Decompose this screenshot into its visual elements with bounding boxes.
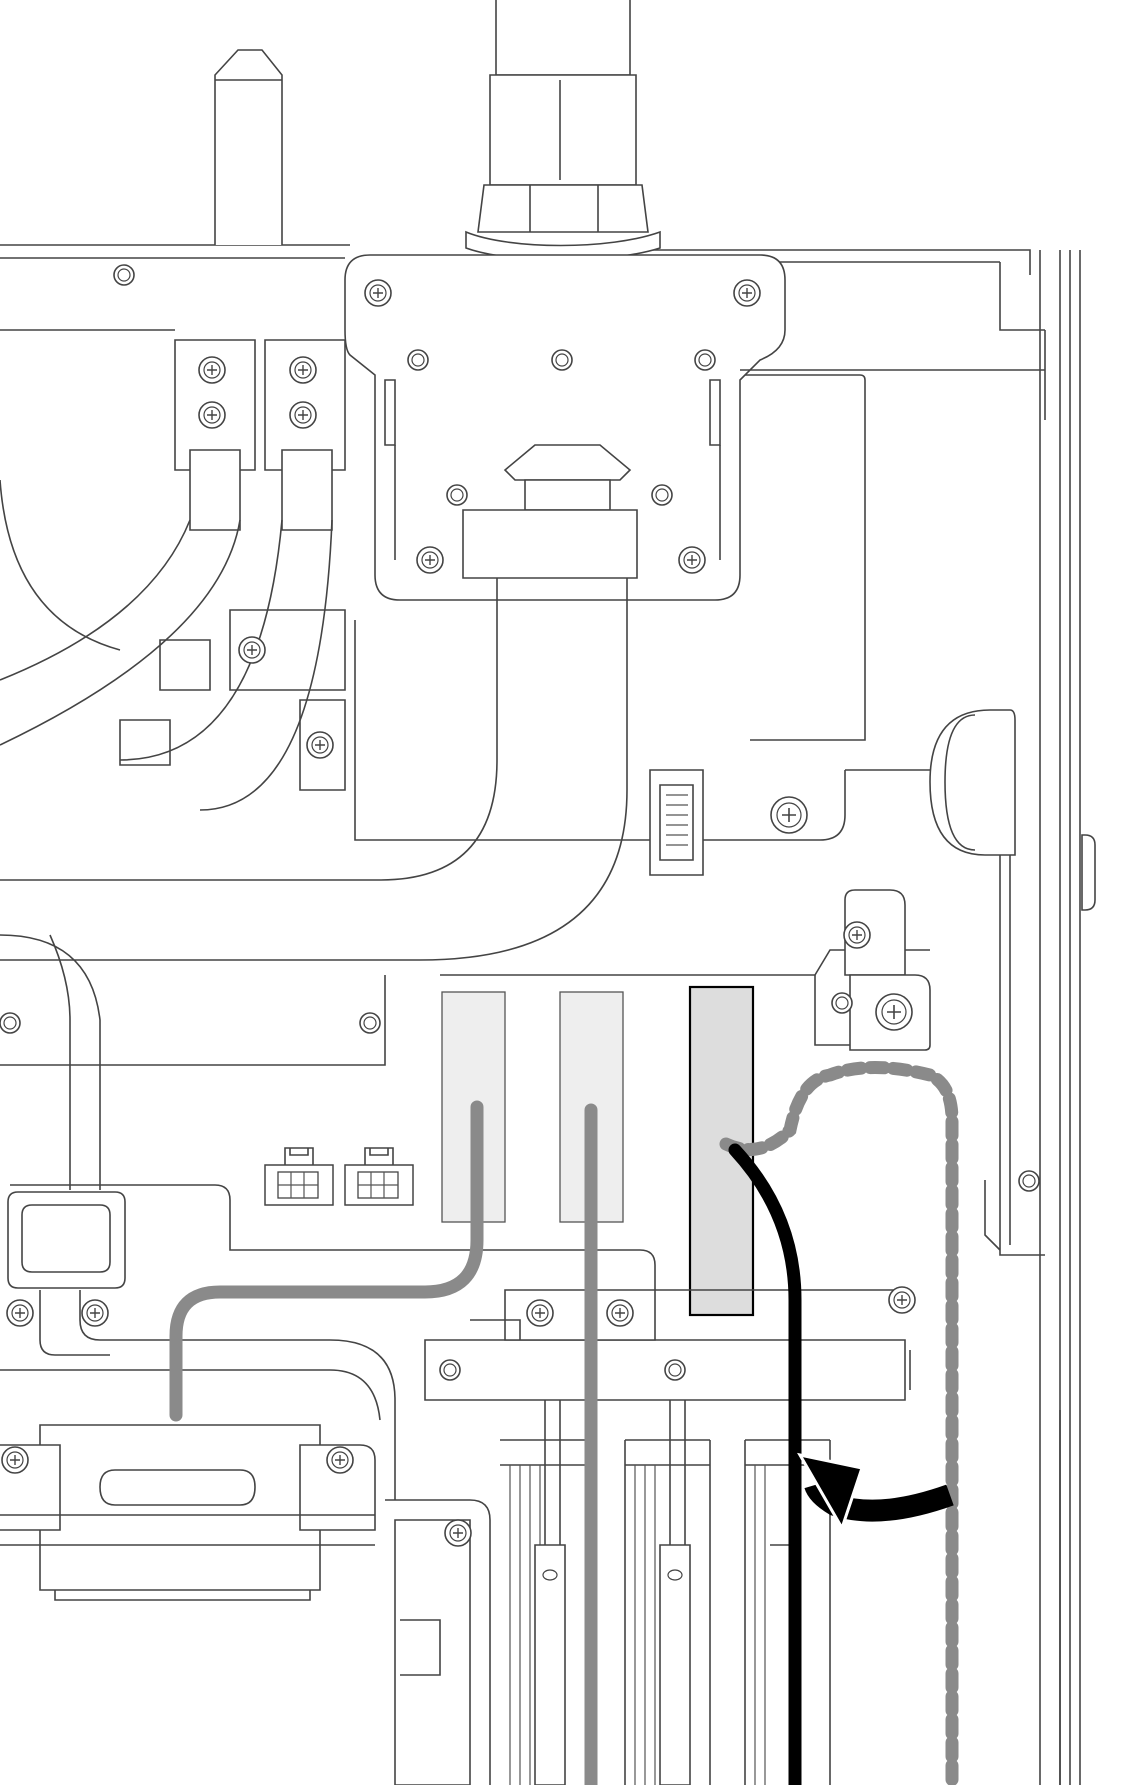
mounting-hole bbox=[831, 992, 853, 1014]
routed-cable-1 bbox=[169, 1100, 484, 1422]
heatsink-fins bbox=[500, 1400, 831, 1785]
screw-icon bbox=[289, 356, 317, 384]
screw-icon bbox=[326, 1446, 354, 1474]
screw-icon bbox=[606, 1299, 634, 1327]
screw-icon bbox=[444, 1519, 472, 1547]
mounting-hole bbox=[446, 484, 468, 506]
screw-icon bbox=[843, 921, 871, 949]
screw-icon bbox=[770, 796, 808, 834]
mounting-hole bbox=[113, 264, 135, 286]
screw-icon bbox=[306, 731, 334, 759]
crossbar bbox=[424, 1289, 911, 1401]
screw-icon bbox=[416, 546, 444, 574]
left-lower-frame bbox=[0, 1184, 905, 1500]
screw-icon bbox=[289, 401, 317, 429]
mounting-hole bbox=[694, 349, 716, 371]
bracket-edge bbox=[984, 1180, 1001, 1251]
screw-icon bbox=[888, 1286, 916, 1314]
coolant-tube-main bbox=[0, 578, 628, 961]
mounting-hole bbox=[439, 1359, 461, 1381]
connector-icon bbox=[649, 769, 704, 876]
mounting-hole bbox=[664, 1359, 686, 1381]
left-post bbox=[214, 49, 283, 245]
screw-icon bbox=[526, 1299, 554, 1327]
right-standoff bbox=[814, 889, 931, 1051]
screw-icon bbox=[733, 279, 761, 307]
screw-icon bbox=[198, 401, 226, 429]
connector-housing bbox=[0, 1424, 491, 1785]
screw-icon bbox=[198, 356, 226, 384]
screw-icon bbox=[364, 279, 392, 307]
dashed-cable bbox=[719, 1061, 959, 1785]
screw-icon bbox=[6, 1299, 34, 1327]
coolant-fitting bbox=[465, 0, 661, 261]
fitting-bracket bbox=[344, 254, 786, 601]
lower-terminal-block bbox=[229, 609, 346, 791]
curved-arrow-icon bbox=[797, 1452, 954, 1532]
power-connector-icon bbox=[264, 1147, 334, 1206]
active-cable bbox=[728, 1143, 802, 1785]
screw-icon bbox=[678, 546, 706, 574]
mounting-hole bbox=[1018, 1170, 1040, 1192]
mounting-hole bbox=[359, 1012, 381, 1034]
screw-icon bbox=[238, 636, 266, 664]
power-connector-icon bbox=[344, 1147, 414, 1206]
right-panel bbox=[354, 369, 1045, 1256]
side-latch bbox=[929, 709, 1096, 911]
screw-icon bbox=[1, 1446, 29, 1474]
center-nozzle bbox=[462, 444, 638, 579]
coolant-hoses bbox=[0, 449, 333, 811]
mounting-hole bbox=[651, 484, 673, 506]
top-chassis bbox=[0, 244, 1081, 1785]
screw-icon bbox=[875, 993, 913, 1031]
mounting-hole bbox=[551, 349, 573, 371]
mounting-hole bbox=[407, 349, 429, 371]
mounting-hole bbox=[0, 1012, 21, 1034]
screw-icon bbox=[81, 1299, 109, 1327]
